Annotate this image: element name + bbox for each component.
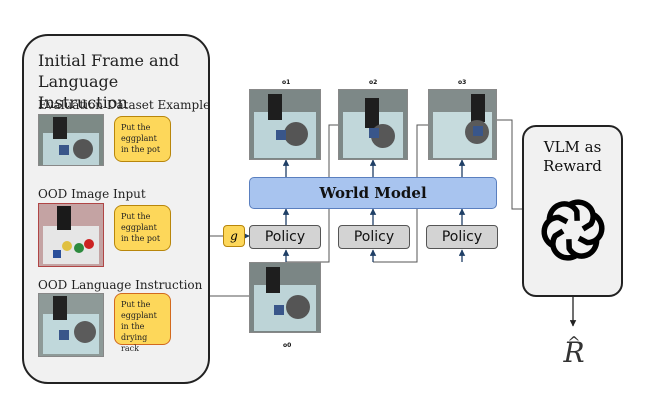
reward-hat: ^: [567, 333, 581, 352]
ood-image-frame: [38, 203, 104, 267]
observation-label-o1: o1: [282, 79, 291, 86]
predicted-frame-o2: [338, 89, 408, 160]
ood-language-frame-image: [38, 293, 104, 357]
instruction-note-evaluation: Put the eggplant in the pot: [114, 116, 171, 162]
reward-symbol: R: [563, 336, 585, 369]
policy-block-3: Policy: [426, 225, 498, 249]
instruction-note-ood-language: Put the eggplant in the drying rack: [114, 293, 171, 353]
o3-to-vlm-connector: [497, 119, 522, 210]
g-function-box: g: [223, 225, 245, 247]
panel-title: Initial Frame and Language Instruction: [38, 51, 180, 112]
world-model-block: World Model: [249, 177, 497, 209]
openai-logo-icon: [539, 196, 607, 264]
observation-label-o2: o2: [369, 79, 378, 86]
policy-block-2: Policy: [338, 225, 410, 249]
section-label-evaluation: Evaluation Dataset Example: [38, 98, 211, 112]
vlm-reward-panel: [522, 125, 623, 297]
instruction-note-ood-image: Put the eggplant in the pot: [114, 205, 171, 251]
section-label-ood-image: OOD Image Input: [38, 187, 146, 201]
observation-label-o3: o3: [458, 79, 467, 86]
vlm-reward-title: VLM as Reward: [543, 138, 602, 175]
evaluation-frame-image: [38, 114, 104, 166]
observation-label-o0: o0: [283, 342, 292, 349]
policy-block-1: Policy: [249, 225, 321, 249]
section-label-ood-language: OOD Language Instruction: [38, 278, 203, 292]
predicted-frame-o1: [249, 89, 321, 160]
predicted-frame-o3: [428, 89, 497, 160]
initial-frame-o0: [249, 262, 321, 333]
